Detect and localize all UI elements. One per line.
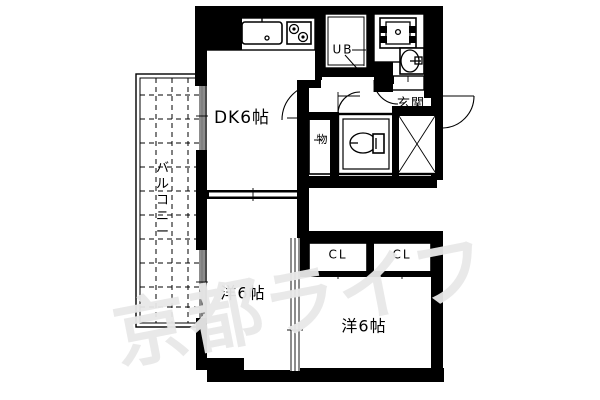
ub-door [363,20,368,66]
closet-2-label: CL [392,248,411,262]
closet-2: CL [372,242,432,279]
bedroom-right-label: 洋6帖 [341,317,386,336]
washing-machine-icon [379,17,417,49]
wash-basin-icon [399,47,425,75]
stove-icon [286,21,312,45]
balcony-window-lower [196,250,208,318]
closet-1-label: CL [328,248,347,262]
unit-bath-label: UB [332,43,353,57]
balcony-grid [140,78,202,323]
unit-bath-room: UB [324,13,368,75]
hall-door [373,79,399,105]
toilet-door [337,91,361,115]
dk-room-label: DK6帖 [214,108,270,128]
exterior-walls [195,6,444,382]
kitchen-counter [206,16,316,51]
dk-bedroom-partition [196,188,308,201]
laundry-area [373,13,425,92]
sink-icon [241,16,283,45]
balcony-label: バルコニー [156,161,170,240]
bedroom-partition-door [287,238,303,371]
shoe-cabinet-icon [395,112,439,176]
storage-label: 物 [317,132,328,146]
bedroom-left: 洋6帖 [196,86,265,318]
balcony-area: バルコニー [135,73,207,328]
bedroom-left-label: 洋6帖 [220,284,265,303]
toilet-icon [349,132,385,154]
dk-room: DK6帖 [214,80,321,128]
bedroom-right: 洋6帖 CL CL [297,242,443,336]
entry-door [437,95,475,129]
balcony-window-upper [196,86,208,150]
toilet-storage-row: 物 [297,91,443,176]
